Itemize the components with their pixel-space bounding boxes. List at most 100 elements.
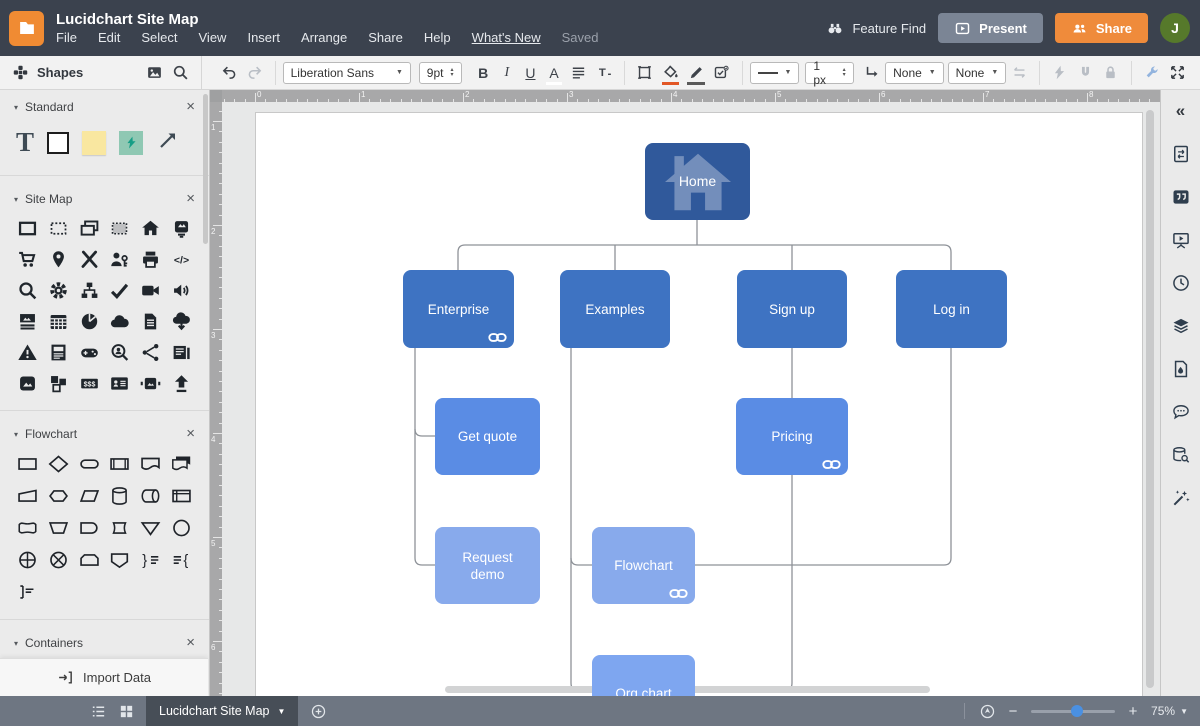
import-data-button[interactable]: Import Data (0, 658, 208, 696)
zoom-in-button[interactable]: + (1128, 702, 1138, 720)
panel-linked-data-button[interactable] (1168, 442, 1194, 468)
panel-collapse-button[interactable]: « (1168, 98, 1194, 124)
panel-convert-button[interactable] (1168, 141, 1194, 167)
shape-image-export[interactable] (166, 218, 197, 239)
feature-find-button[interactable]: Feature Find (825, 18, 926, 38)
panel-notes-button[interactable] (1168, 184, 1194, 210)
shape-arrow[interactable] (156, 128, 180, 157)
font-family-select[interactable]: Liberation Sans ▼ (282, 61, 411, 84)
node-log-in[interactable]: Log in (896, 270, 1007, 348)
menu-item-share[interactable]: Share (368, 30, 403, 45)
shape-slider[interactable] (135, 373, 166, 394)
line-color-button[interactable] (683, 60, 709, 86)
close-icon[interactable]: × (186, 634, 195, 651)
panel-theme-button[interactable] (1168, 356, 1194, 382)
shape-layout[interactable] (43, 373, 74, 394)
shape-audio[interactable] (166, 280, 197, 301)
node-flowchart[interactable]: Flowchart (592, 527, 695, 604)
node-request-demo[interactable]: Request demo (435, 527, 540, 604)
shape-video[interactable] (135, 280, 166, 301)
text-color-button[interactable]: A (542, 60, 566, 86)
shape-multidoc[interactable] (166, 453, 197, 475)
shape-loop-limit[interactable] (74, 549, 105, 571)
line-start-select[interactable]: None ▼ (885, 61, 944, 84)
shape-news[interactable] (166, 342, 197, 363)
zoom-level[interactable]: 75% ▼ (1151, 704, 1188, 718)
shape-code[interactable] (166, 249, 197, 270)
shape-page[interactable] (12, 218, 43, 239)
shape-user-key[interactable] (105, 249, 136, 270)
node-get-quote[interactable]: Get quote (435, 398, 540, 475)
shape-upload[interactable] (166, 373, 197, 394)
zoom-slider[interactable] (1031, 705, 1116, 717)
shape-ann-right[interactable] (135, 549, 166, 571)
quick-actions-button[interactable] (1047, 60, 1073, 86)
line-end-select[interactable]: None ▼ (947, 61, 1007, 84)
shape-money[interactable] (74, 373, 105, 394)
page-tab[interactable]: Lucidchart Site Map ▼ (146, 696, 299, 726)
shape-preparation[interactable] (43, 485, 74, 507)
zoom-out-button[interactable]: − (1008, 702, 1018, 720)
shape-calendar[interactable] (43, 311, 74, 332)
snap-button[interactable] (1073, 60, 1099, 86)
panel-magic-button[interactable] (1168, 485, 1194, 511)
shape-document[interactable] (135, 311, 166, 332)
shape-article[interactable] (43, 342, 74, 363)
shape-share[interactable] (135, 342, 166, 363)
shape-warning[interactable] (12, 342, 43, 363)
shape-display[interactable] (12, 517, 43, 539)
menu-item-select[interactable]: Select (141, 30, 178, 45)
document-title[interactable]: Lucidchart Site Map (56, 11, 199, 28)
shape-controller[interactable] (74, 342, 105, 363)
shape-internal[interactable] (166, 485, 197, 507)
shape-ann-left[interactable] (166, 549, 197, 571)
shape-das[interactable] (135, 485, 166, 507)
node-home[interactable]: Home (645, 143, 750, 220)
shape-area-dashed[interactable] (105, 218, 136, 239)
lock-button[interactable] (1098, 60, 1124, 86)
fit-to-screen-button[interactable] (973, 696, 1001, 726)
shape-page-dashed[interactable] (43, 218, 74, 239)
shape-ann-bracket[interactable] (12, 581, 43, 603)
shape-connector[interactable] (166, 517, 197, 539)
add-page-button[interactable] (304, 696, 332, 726)
panel-layers-button[interactable] (1168, 313, 1194, 339)
tools-button[interactable] (1139, 60, 1165, 86)
node-enterprise[interactable]: Enterprise (403, 270, 514, 348)
close-icon[interactable]: × (186, 190, 195, 207)
node-org-chart[interactable]: Org chart (592, 655, 695, 696)
menu-item-what-s-new[interactable]: What's New (471, 30, 541, 45)
node-examples[interactable]: Examples (560, 270, 670, 348)
redo-button[interactable] (242, 60, 268, 86)
shape-or[interactable] (43, 549, 74, 571)
shape-manual-op[interactable] (43, 517, 74, 539)
shape-photo[interactable] (12, 373, 43, 394)
shape-search[interactable] (12, 280, 43, 301)
shape-cloud[interactable] (105, 311, 136, 332)
shape-user-search[interactable] (105, 342, 136, 363)
shape-delay[interactable] (74, 517, 105, 539)
insert-image-button[interactable] (141, 60, 167, 86)
panel-comments-button[interactable] (1168, 399, 1194, 425)
node-pricing[interactable]: Pricing (736, 398, 848, 475)
shape-pages-stack[interactable] (74, 218, 105, 239)
vertical-scrollbar[interactable] (1146, 110, 1154, 688)
shape-summing[interactable] (12, 549, 43, 571)
shape-map-pin[interactable] (43, 249, 74, 270)
zoom-slider-knob[interactable] (1071, 705, 1084, 717)
line-style-select[interactable]: ▼ (749, 61, 800, 84)
page-list-button[interactable] (84, 696, 112, 726)
shape-home[interactable] (135, 218, 166, 239)
lucidchart-logo[interactable] (9, 10, 44, 46)
shape-hero-image[interactable] (12, 311, 43, 332)
menu-item-insert[interactable]: Insert (247, 30, 280, 45)
avatar[interactable]: J (1160, 13, 1190, 43)
bold-button[interactable]: B (478, 64, 489, 81)
frame-button[interactable] (632, 60, 658, 86)
menu-item-view[interactable]: View (198, 30, 227, 45)
shape-data[interactable] (74, 485, 105, 507)
text-align-button[interactable] (566, 60, 592, 86)
sidebar-scrollbar[interactable] (203, 94, 208, 244)
shape-check[interactable] (105, 280, 136, 301)
